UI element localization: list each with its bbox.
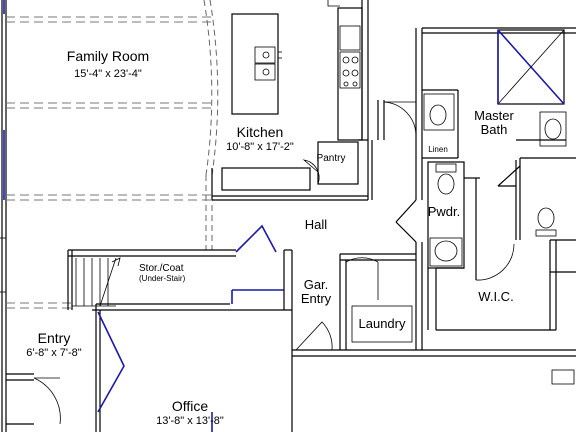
stor-door — [235, 224, 277, 253]
powder-name: Pwdr. — [428, 204, 461, 219]
stor-coat-name: Stor./Coat — [139, 263, 184, 274]
garage-entry-line2: Entry — [301, 291, 332, 306]
hall-name: Hall — [305, 217, 328, 232]
entry-name: Entry — [38, 330, 71, 346]
office-dims: 13'-8" x 13'-8" — [156, 415, 224, 427]
exterior-walls — [0, 0, 7, 432]
bath-area — [377, 27, 576, 350]
laundry-name: Laundry — [359, 316, 406, 331]
laundry-machines — [351, 305, 413, 343]
kitchen-name: Kitchen — [237, 124, 284, 140]
cooktop — [339, 51, 361, 89]
master-toilet — [537, 207, 555, 229]
powder-sink — [434, 240, 458, 262]
family-room-name: Family Room — [67, 48, 149, 64]
pantry-box — [317, 141, 359, 185]
kitchen-counter — [337, 7, 363, 141]
fridge — [339, 25, 361, 51]
room-labels: Family Room 15'-4" x 23'-4" Kitchen 10'-… — [26, 48, 514, 427]
kitchen-bottom-counter — [221, 167, 311, 191]
hall-area — [67, 224, 576, 385]
office-doors — [97, 311, 125, 413]
master-bath-line1: Master — [474, 108, 514, 123]
kitchen-dims: 10'-8" x 17'-2" — [226, 141, 294, 153]
pantry-name: Pantry — [317, 153, 346, 164]
family-room-dims: 15'-4" x 23'-4" — [74, 68, 142, 80]
linen-name: Linen — [428, 145, 448, 154]
kitchen-area — [211, 0, 373, 201]
family-room-dashes — [6, 0, 219, 309]
stairs — [72, 257, 121, 307]
sink-2 — [254, 63, 276, 81]
sink-1 — [254, 46, 276, 64]
office-name: Office — [172, 398, 209, 414]
powder-toilet — [437, 173, 455, 195]
entry-office-area — [6, 304, 293, 432]
kitchen-island — [231, 13, 279, 115]
linen-sink — [429, 104, 447, 126]
vanity-sink — [544, 118, 562, 140]
garage-entry-line1: Gar. — [304, 277, 329, 292]
stor-coat-note: (Under-Stair) — [139, 274, 186, 283]
entry-dims: 6'-8" x 7'-8" — [26, 347, 82, 359]
wic-name: W.I.C. — [478, 289, 513, 304]
master-bath-line2: Bath — [481, 122, 508, 137]
